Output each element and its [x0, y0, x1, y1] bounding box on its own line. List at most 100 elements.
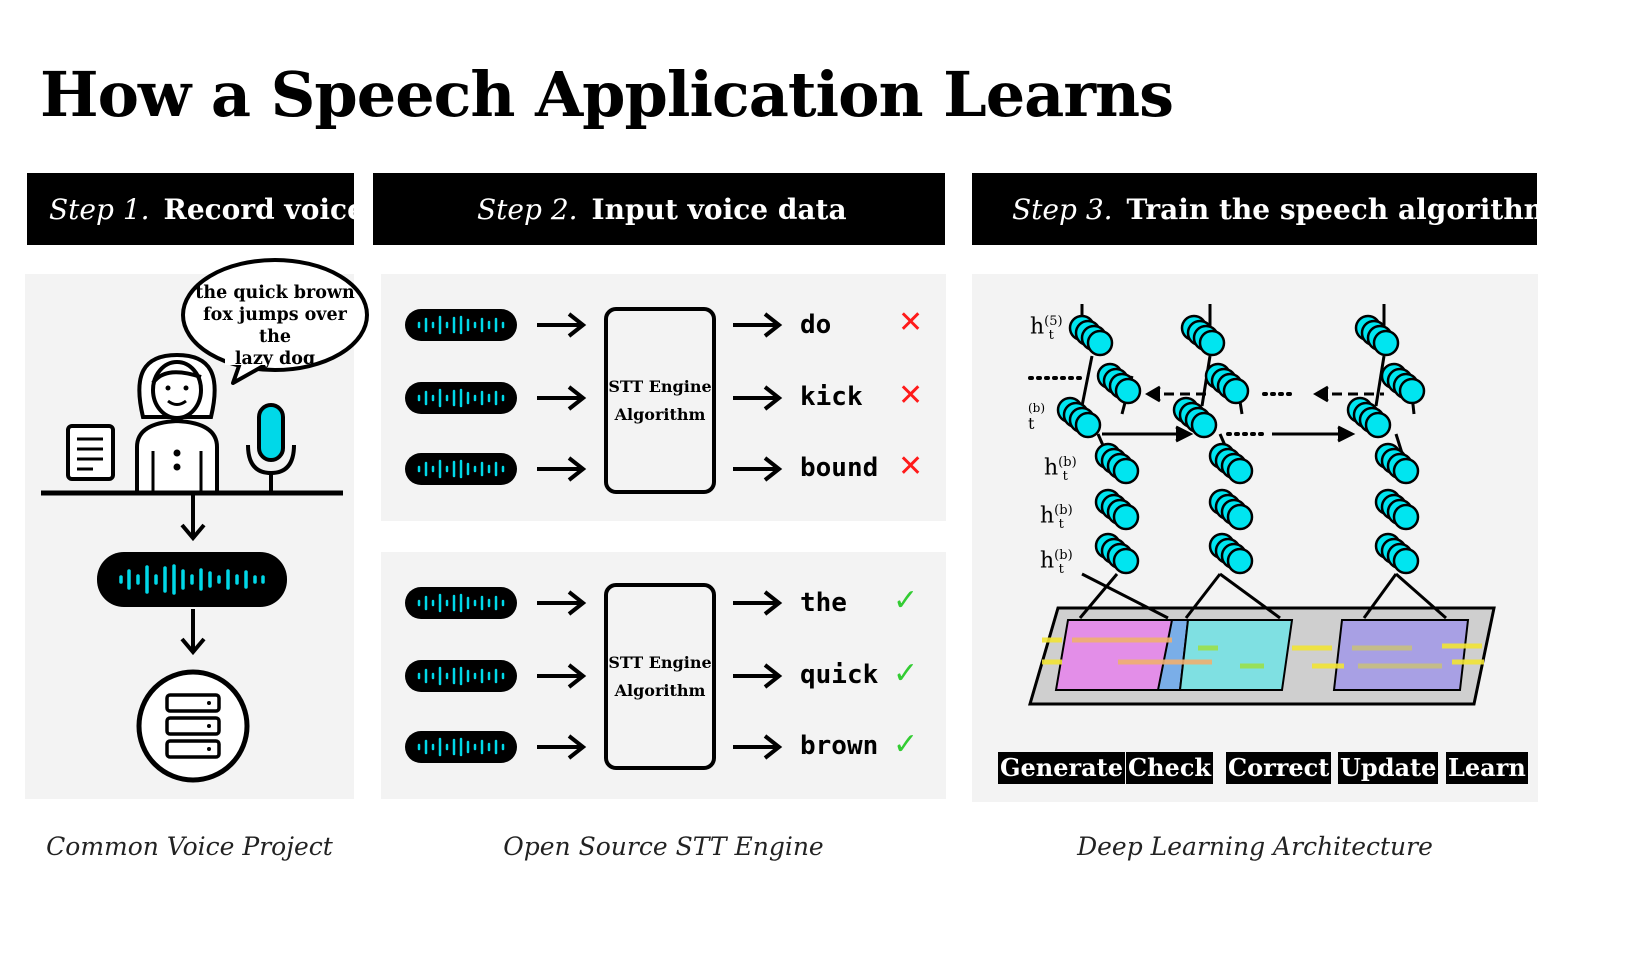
server-icon	[136, 669, 250, 783]
arrow-right-icon	[731, 734, 781, 760]
speech-bubble-text: the quick brown fox jumps over the lazy …	[190, 282, 360, 370]
hidden-state-label: (b) t	[1028, 400, 1045, 432]
microphone-icon	[246, 403, 296, 493]
person-icon	[135, 352, 219, 493]
waveform-icon	[403, 658, 519, 694]
arrow-right-icon	[535, 734, 585, 760]
neuron-stack-icon	[1094, 488, 1140, 531]
arrow-right-icon	[731, 456, 781, 482]
neuron-stack-icon	[1068, 314, 1114, 357]
step-2-header: Step 2. Input voice data	[373, 173, 945, 245]
neuron-stack-icon	[1056, 396, 1102, 439]
waveform-icon	[403, 729, 519, 765]
hidden-state-label: h(b)t	[1040, 548, 1073, 577]
caption-stt-engine: Open Source STT Engine	[503, 832, 824, 861]
document-icon	[66, 424, 115, 481]
algorithm-line-2: Algorithm	[614, 680, 706, 700]
algorithm-line-1: STT Engine	[608, 652, 712, 672]
neuron-stack-icon	[1096, 362, 1142, 405]
step-2-title: Input voice data	[591, 192, 847, 226]
h-subscript: t	[1058, 516, 1064, 532]
record-illustration	[41, 258, 369, 783]
h-subscript: t	[1028, 414, 1035, 433]
algorithm-line-1: STT Engine	[608, 376, 712, 396]
step-1-title: Record voices	[163, 192, 381, 226]
output-word: quick	[800, 660, 879, 690]
arrow-right-icon	[535, 590, 585, 616]
h-symbol: h	[1040, 503, 1055, 529]
caption-common-voice: Common Voice Project	[46, 832, 333, 861]
hidden-state-label: h(b)t	[1040, 503, 1073, 532]
neuron-stack-icon	[1208, 488, 1254, 531]
check-icon: ✓	[893, 583, 919, 618]
waveform-icon	[97, 552, 287, 607]
h-superscript: (b)	[1058, 455, 1077, 470]
train-panel	[972, 274, 1538, 802]
bubble-line-3: lazy dog	[234, 349, 316, 369]
bubble-line-1: the quick brown	[195, 283, 355, 303]
arrow-right-icon	[535, 456, 585, 482]
arrow-right-icon	[535, 385, 585, 411]
step-3-label: Step 3.	[1012, 192, 1113, 226]
check-icon: ✓	[893, 656, 919, 691]
neuron-stack-icon	[1374, 442, 1420, 485]
algorithm-line-2: Algorithm	[614, 404, 706, 424]
neuron-stack-icon	[1094, 442, 1140, 485]
page-title: How a Speech Application Learns	[40, 58, 1174, 131]
waveform-icon	[403, 451, 519, 487]
arrow-right-icon	[731, 385, 781, 411]
arrow-right-icon	[731, 663, 781, 689]
h-subscript: t	[1062, 468, 1068, 484]
neuron-stack-icon	[1208, 532, 1254, 575]
network-diagram	[1028, 304, 1496, 706]
neuron-stack-icon	[1094, 532, 1140, 575]
neuron-stack-icon	[1380, 362, 1426, 405]
waveform-icon	[403, 307, 519, 343]
arrow-right-icon	[535, 663, 585, 689]
bubble-line-2: fox jumps over the	[203, 305, 347, 347]
stage-learn: Learn	[1446, 752, 1528, 784]
arrow-right-icon	[731, 312, 781, 338]
step-3-header: Step 3. Train the speech algorithm	[972, 173, 1553, 245]
output-word: the	[800, 588, 847, 618]
stage-update: Update	[1338, 752, 1439, 784]
stt-algorithm-box: STT Engine Algorithm	[604, 583, 716, 770]
neuron-stack-icon	[1346, 396, 1392, 439]
h-symbol: h	[1030, 314, 1045, 340]
h-superscript: (5)	[1044, 314, 1063, 329]
caption-deep-learning: Deep Learning Architecture	[1077, 832, 1433, 861]
h-subscript: t	[1048, 327, 1054, 343]
output-word: do	[800, 310, 832, 340]
neuron-stack-icon	[1204, 362, 1250, 405]
h-superscript: (b)	[1054, 503, 1073, 518]
cross-icon: ✕	[898, 378, 924, 413]
spectrogram-icon	[1028, 606, 1496, 706]
output-word: brown	[800, 731, 879, 761]
stage-generate: Generate	[998, 752, 1126, 784]
hidden-state-label: h(b)t	[1044, 455, 1077, 484]
check-icon: ✓	[893, 727, 919, 762]
neuron-stack-icon	[1180, 314, 1226, 357]
hidden-state-label: h(5)t	[1030, 314, 1063, 343]
arrow-down-icon	[180, 495, 206, 542]
step-2-label: Step 2.	[477, 192, 578, 226]
stage-check: Check	[1126, 752, 1214, 784]
arrow-down-icon	[180, 609, 206, 656]
arrow-right-icon	[731, 590, 781, 616]
waveform-icon	[403, 585, 519, 621]
cross-icon: ✕	[898, 305, 924, 340]
cross-icon: ✕	[898, 449, 924, 484]
neuron-stack-icon	[1374, 488, 1420, 531]
step-3-title: Train the speech algorithm	[1126, 192, 1554, 226]
neuron-stack-icon	[1354, 314, 1400, 357]
waveform-icon	[403, 380, 519, 416]
output-word: kick	[800, 382, 863, 412]
stt-algorithm-box: STT Engine Algorithm	[604, 307, 716, 494]
neuron-stack-icon	[1208, 442, 1254, 485]
stage-correct: Correct	[1226, 752, 1332, 784]
h-symbol: h	[1040, 548, 1055, 574]
arrow-right-icon	[535, 312, 585, 338]
h-superscript: (b)	[1028, 401, 1046, 415]
step-1-label: Step 1.	[49, 192, 150, 226]
h-superscript: (b)	[1054, 548, 1073, 563]
